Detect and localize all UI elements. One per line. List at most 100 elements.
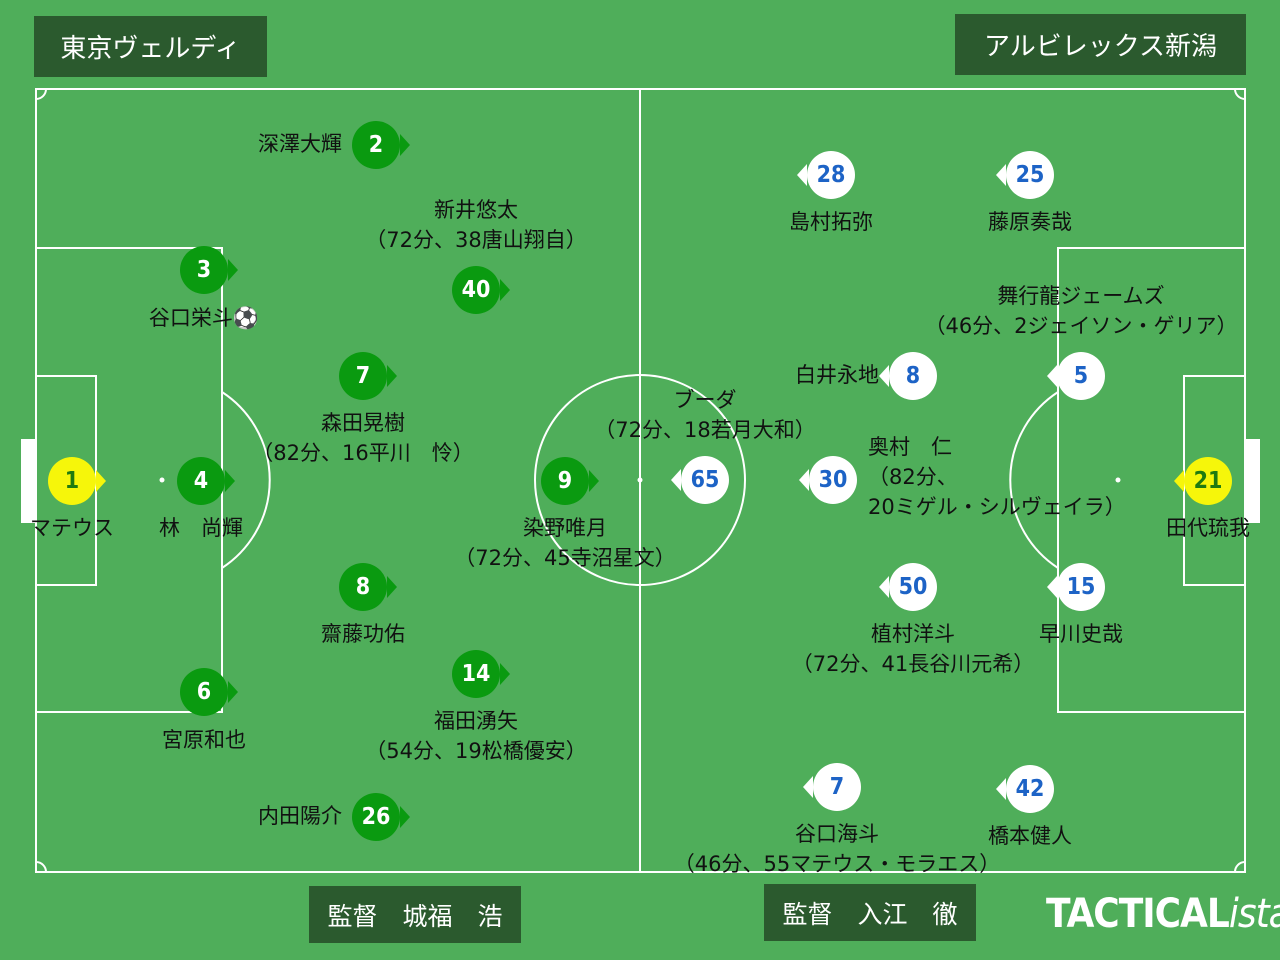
player-number: 7 [813,763,861,811]
player-number: 5 [1057,352,1105,400]
substitution-note: （72分、41長谷川元希） [791,652,1035,676]
substitution-note: （72分、38唐山翔自） [365,228,587,252]
player-number: 40 [452,266,500,314]
player-label: 舞行龍ジェームズ （46分、2ジェイソン・ゲリア） [924,281,1237,341]
direction-arrow-icon [500,663,510,685]
substitution-note: （46分、55マテウス・モラエス） [673,852,1001,876]
direction-arrow-icon [1047,576,1057,598]
direction-arrow-icon [400,134,410,156]
player-name: ブーダ [673,388,737,412]
player-number: 3 [180,246,228,294]
player-label: 谷口海斗 （46分、55マテウス・モラエス） [674,819,1000,879]
player-label: 宮原和也 [162,725,246,755]
player-name: 田代琉我 [1166,516,1250,540]
player-name: 白井永地 [795,363,879,387]
direction-arrow-icon [228,681,238,703]
player-number: 8 [889,352,937,400]
player-number: 25 [1006,151,1054,199]
away-team-name: アルビレックス新潟 [955,14,1246,75]
player-name: 谷口海斗 [794,822,879,846]
player-name: 宮原和也 [162,728,246,752]
player-name: マテウス [30,516,114,540]
player-number: 1 [48,457,96,505]
player-name: 橋本健人 [988,824,1072,848]
player-label: 林 尚輝 [159,513,243,543]
player-number: 21 [1184,457,1232,505]
player-label: 内田陽介 [258,801,342,831]
player-name: 舞行龍ジェームズ [997,284,1165,308]
substitution-note: （72分、18若月大和） [594,418,816,442]
player-number: 65 [681,456,729,504]
direction-arrow-icon [996,164,1006,186]
player-name: 奥村 仁 [868,435,952,459]
player-number: 26 [352,793,400,841]
player-number: 2 [352,121,400,169]
player-label: マテウス [30,513,114,543]
player-label: 藤原奏哉 [988,207,1072,237]
substitution-note: （46分、2ジェイソン・ゲリア） [924,314,1238,338]
player-number: 42 [1006,765,1054,813]
player-name: 林 尚輝 [159,516,243,540]
tacticalista-logo: TACTICALista [1046,891,1280,937]
player-name: 谷口栄斗⚽ [148,306,260,330]
substitution-note: 20ミゲル・シルヴェイラ） [868,495,1126,519]
direction-arrow-icon [996,778,1006,800]
player-label: 白井永地 [795,360,879,390]
player-name: 染野唯月 [522,516,607,540]
player-label: 齋藤功佑 [321,619,405,649]
substitution-note: （82分、16平川 怜） [252,441,474,465]
direction-arrow-icon [589,470,599,492]
direction-arrow-icon [803,776,813,798]
player-name: 植村洋斗 [870,622,955,646]
direction-arrow-icon [96,470,106,492]
player-label: 早川史哉 [1039,619,1123,649]
direction-arrow-icon [799,469,809,491]
substitution-note: （54分、19松橋優安） [365,739,587,763]
home-team-name: 東京ヴェルディ [34,16,267,77]
substitution-note: （72分、45寺沼星文） [454,546,676,570]
player-label: 染野唯月 （72分、45寺沼星文） [454,513,675,573]
direction-arrow-icon [400,806,410,828]
player-label: 島村拓弥 [789,207,873,237]
player-name: 島村拓弥 [789,210,873,234]
player-name: 藤原奏哉 [988,210,1072,234]
player-label: 森田晃樹 （82分、16平川 怜） [252,408,473,468]
substitution-note: （82分、 [868,465,958,489]
player-label: 田代琉我 [1166,513,1250,543]
player-number: 7 [339,352,387,400]
player-name: 森田晃樹 [320,411,405,435]
player-name: 深澤大輝 [258,132,342,156]
player-label: 橋本健人 [988,821,1072,851]
player-number: 28 [807,151,855,199]
away-coach: 監督 入江 徹 [764,884,976,941]
player-number: 6 [180,668,228,716]
home-coach: 監督 城福 浩 [309,886,521,943]
player-number: 14 [452,650,500,698]
player-name: 早川史哉 [1039,622,1123,646]
player-number: 15 [1057,563,1105,611]
direction-arrow-icon [671,469,681,491]
direction-arrow-icon [1174,470,1184,492]
direction-arrow-icon [225,470,235,492]
direction-arrow-icon [387,365,397,387]
player-label: ブーダ （72分、18若月大和） [594,385,815,445]
player-name: 内田陽介 [258,804,342,828]
player-name: 新井悠太 [433,198,518,222]
player-number: 9 [541,457,589,505]
player-name: 齋藤功佑 [321,622,405,646]
direction-arrow-icon [1047,365,1057,387]
player-label: 新井悠太 （72分、38唐山翔自） [365,195,586,255]
direction-arrow-icon [797,164,807,186]
direction-arrow-icon [879,576,889,598]
player-label: 植村洋斗 （72分、41長谷川元希） [792,619,1034,679]
player-number: 4 [177,457,225,505]
player-number: 50 [889,563,937,611]
player-name: 福田湧矢 [433,709,518,733]
direction-arrow-icon [879,365,889,387]
direction-arrow-icon [500,279,510,301]
player-label: 奥村 仁 （82分、 20ミゲル・シルヴェイラ） [868,432,1126,522]
player-label: 福田湧矢 （54分、19松橋優安） [365,706,586,766]
player-number: 30 [809,456,857,504]
player-number: 8 [339,563,387,611]
